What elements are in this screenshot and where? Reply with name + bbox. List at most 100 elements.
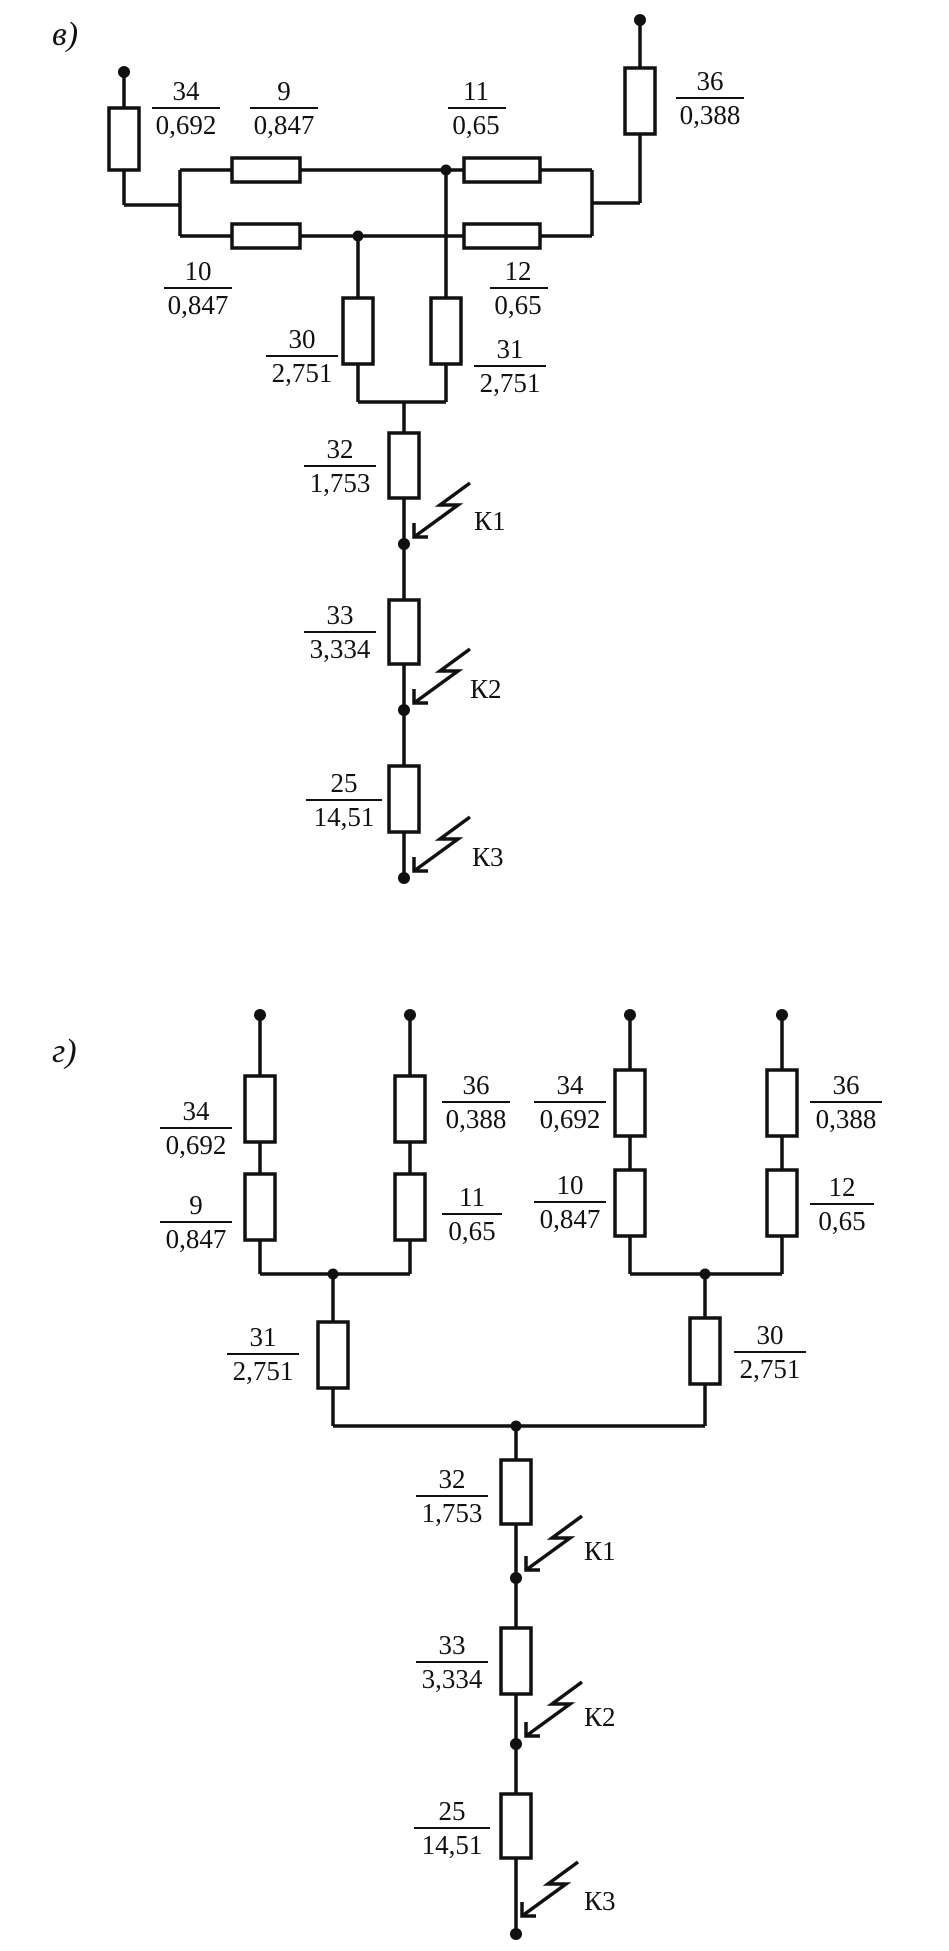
node-v [352, 230, 364, 242]
svg-text:2,751: 2,751 [233, 1356, 294, 1386]
svg-text:2,751: 2,751 [740, 1354, 801, 1384]
source-terminal-g [776, 1009, 788, 1021]
element-label-g-36b: 36 0,388 [810, 1070, 882, 1134]
svg-text:31: 31 [250, 1322, 277, 1352]
resistor-g-31 [316, 1320, 350, 1390]
diagram-v: в) [52, 14, 744, 884]
svg-text:11: 11 [459, 1182, 485, 1212]
resistor-g-36b [765, 1068, 799, 1138]
element-label-v-34: 34 0,692 [152, 76, 220, 140]
faults-v: К1 К2 К3 [412, 481, 506, 873]
svg-text:0,388: 0,388 [680, 100, 741, 130]
svg-text:К3: К3 [472, 842, 504, 872]
element-label-v-10: 10 0,847 [164, 256, 232, 320]
svg-text:0,388: 0,388 [816, 1104, 877, 1134]
element-label-v-36: 36 0,388 [676, 66, 744, 130]
resistor-v-31 [429, 296, 463, 366]
node-g [510, 1420, 522, 1432]
svg-text:0,692: 0,692 [540, 1104, 601, 1134]
fault-node-v-k3 [398, 872, 410, 884]
fault-arrow-g-k1: К1 [524, 1514, 616, 1572]
element-label-g-31: 31 2,751 [227, 1322, 299, 1386]
nodes-g [254, 1009, 788, 1940]
svg-text:0,847: 0,847 [166, 1224, 227, 1254]
resistor-v-32 [387, 431, 421, 500]
svg-text:0,847: 0,847 [168, 290, 229, 320]
element-label-g-11: 11 0,65 [442, 1182, 502, 1246]
element-label-g-10: 10 0,847 [534, 1170, 606, 1234]
resistor-v-9 [230, 156, 302, 184]
fault-node-g-k1 [510, 1572, 522, 1584]
resistor-g-11 [393, 1172, 427, 1242]
resistors-g [243, 1068, 799, 1860]
svg-text:34: 34 [183, 1096, 211, 1126]
svg-text:12: 12 [829, 1172, 856, 1202]
resistor-g-9 [243, 1172, 277, 1242]
svg-text:0,388: 0,388 [446, 1104, 507, 1134]
source-terminal-g [404, 1009, 416, 1021]
svg-text:34: 34 [173, 76, 201, 106]
svg-text:14,51: 14,51 [314, 802, 375, 832]
svg-text:К1: К1 [584, 1536, 616, 1566]
resistors-v [107, 66, 657, 834]
diagram-g: г) [52, 1009, 882, 1940]
resistor-v-33 [387, 598, 421, 666]
svg-text:К1: К1 [474, 506, 506, 536]
svg-text:0,65: 0,65 [494, 290, 541, 320]
svg-text:36: 36 [463, 1070, 490, 1100]
element-label-g-30: 30 2,751 [734, 1320, 806, 1384]
source-terminal-g [624, 1009, 636, 1021]
svg-text:33: 33 [439, 1630, 466, 1660]
resistor-v-12 [462, 222, 542, 250]
fault-node-v-k2 [398, 704, 410, 716]
part-label-v: в) [52, 16, 78, 53]
part-label-g: г) [52, 1033, 77, 1070]
svg-text:31: 31 [497, 334, 524, 364]
svg-text:25: 25 [439, 1796, 466, 1826]
resistor-v-30 [341, 296, 375, 366]
svg-text:2,751: 2,751 [272, 358, 333, 388]
resistor-v-25 [387, 764, 421, 834]
resistor-g-30 [688, 1316, 722, 1386]
svg-text:К2: К2 [584, 1702, 616, 1732]
fault-arrow-g-k3: К3 [520, 1860, 616, 1918]
fault-node-v-k1 [398, 538, 410, 550]
element-label-g-9: 9 0,847 [160, 1190, 232, 1254]
svg-text:1,753: 1,753 [422, 1498, 483, 1528]
element-label-g-32: 32 1,753 [416, 1464, 488, 1528]
element-label-v-30: 30 2,751 [266, 324, 338, 388]
resistor-v-34 [107, 106, 141, 172]
labels-v: 34 0,692 9 0,847 11 0,65 36 0,388 10 [152, 66, 744, 832]
element-label-g-36a: 36 0,388 [442, 1070, 510, 1134]
svg-text:3,334: 3,334 [310, 634, 371, 664]
resistor-g-34b [613, 1068, 647, 1138]
element-label-g-34b: 34 0,692 [534, 1070, 606, 1134]
fault-arrow-g-k2: К2 [524, 1680, 616, 1738]
resistor-g-34a [243, 1074, 277, 1144]
resistor-g-33 [499, 1626, 533, 1696]
resistor-g-25 [499, 1792, 533, 1860]
fault-arrow-v-k2: К2 [412, 647, 502, 705]
svg-text:2,751: 2,751 [480, 368, 541, 398]
svg-text:30: 30 [289, 324, 316, 354]
resistor-v-10 [230, 222, 302, 250]
source-terminal-v-36 [634, 14, 646, 26]
svg-text:0,65: 0,65 [818, 1206, 865, 1236]
svg-text:32: 32 [327, 434, 354, 464]
svg-text:33: 33 [327, 600, 354, 630]
resistor-g-12 [765, 1168, 799, 1238]
svg-text:1,753: 1,753 [310, 468, 371, 498]
svg-text:9: 9 [277, 76, 291, 106]
element-label-g-34a: 34 0,692 [160, 1096, 232, 1160]
svg-text:0,847: 0,847 [254, 110, 315, 140]
svg-text:0,692: 0,692 [166, 1130, 227, 1160]
svg-text:9: 9 [189, 1190, 203, 1220]
svg-text:0,65: 0,65 [452, 110, 499, 140]
svg-text:32: 32 [439, 1464, 466, 1494]
resistor-v-11 [462, 156, 542, 184]
svg-text:К2: К2 [470, 674, 502, 704]
faults-g: К1 К2 К3 [520, 1514, 616, 1918]
fault-arrow-v-k1: К1 [412, 481, 506, 539]
svg-text:36: 36 [833, 1070, 860, 1100]
fault-arrow-v-k3: К3 [412, 815, 504, 873]
